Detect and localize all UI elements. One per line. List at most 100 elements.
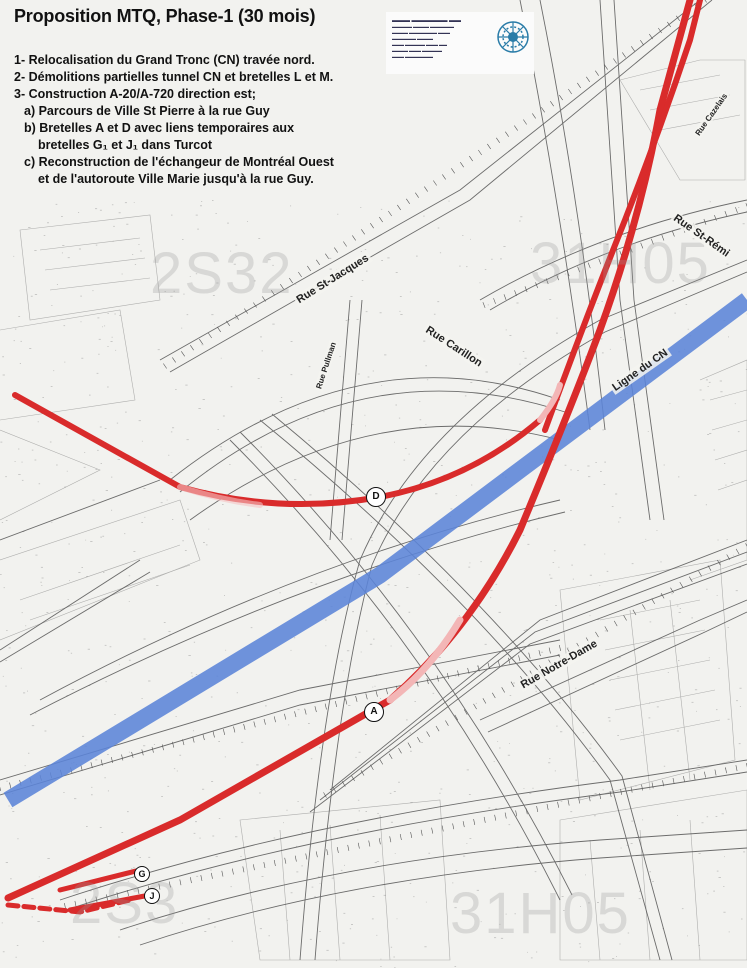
map-speckle [498,611,501,613]
map-speckle [433,313,436,315]
track-tick [355,695,358,702]
map-speckle [231,940,233,942]
track-tick [181,351,185,357]
track-tick [357,842,360,849]
map-speckle [365,311,368,313]
map-speckle [264,610,266,612]
map-speckle [731,482,734,483]
map-speckle [370,537,373,538]
map-speckle [560,800,563,802]
map-speckle [367,376,370,378]
track-tick [304,708,307,715]
map-speckle [257,378,260,379]
map-speckle [369,240,371,241]
track-tick [406,198,410,204]
map-speckle [107,790,109,792]
map-speckle [290,892,293,894]
map-speckle [738,207,740,208]
track-tick [223,729,225,735]
map-speckle [497,741,499,742]
map-speckle [295,284,297,285]
map-speckle [327,545,329,546]
map-speckle [126,223,129,225]
track-tick [492,692,496,699]
map-speckle [102,326,103,328]
map-speckle [357,829,359,831]
map-speckle [390,821,393,823]
map-speckle [563,910,565,911]
map-speckle [530,957,533,959]
map-speckle [116,422,119,424]
map-speckle [102,535,105,537]
map-speckle [676,605,679,607]
map-speckle [617,735,619,736]
map-speckle [681,908,684,910]
map-speckle [564,464,567,466]
track-tick [360,770,365,776]
map-speckle [0,441,3,443]
track-tick [482,302,486,308]
map-speckle [308,366,311,368]
map-speckle [268,259,271,261]
map-speckle [100,463,102,464]
map-speckle [426,379,429,381]
track-tick [703,218,707,225]
map-speckle [95,759,98,761]
map-speckle [347,393,350,394]
map-speckle [301,806,304,808]
map-speckle [81,357,84,359]
map-speckle [107,346,109,347]
track-tick [473,819,476,825]
map-speckle [614,898,616,900]
map-speckle [31,916,33,918]
track-tick [127,890,129,897]
map-speckle [523,630,526,631]
map-speckle [674,312,676,314]
track-tick [510,681,515,688]
map-speckle [728,336,729,338]
map-speckle [509,743,510,744]
map-speckle [358,810,360,812]
map-speckle [166,499,168,501]
map-speckle [99,209,102,211]
map-speckle [179,754,182,756]
map-speckle [2,951,5,953]
track-tick [368,840,371,847]
track-tick [483,816,486,823]
track-tick [735,548,740,555]
map-speckle [23,692,26,694]
map-speckle [672,280,674,282]
map-speckle [440,465,443,466]
map-speckle [105,681,107,683]
map-speckle [314,896,317,898]
map-speckle [134,264,137,265]
map-speckle [652,881,654,882]
map-speckle [90,541,93,542]
track-tick [724,210,728,217]
route-north [542,0,703,433]
track-tick [451,168,455,174]
track-tick [528,652,531,659]
map-speckle [64,486,66,488]
map-speckle [66,695,68,696]
track-tick [622,52,626,58]
map-speckle [575,687,577,689]
map-speckle [195,674,198,675]
track-tick [487,143,491,150]
route-g [57,867,143,893]
map-speckle [724,856,725,858]
map-speckle [376,861,380,862]
map-speckle [550,577,553,579]
map-speckle [694,494,697,496]
map-speckle [78,572,81,573]
track-tick [566,270,570,277]
map-speckle [309,494,312,496]
map-speckle [259,950,262,952]
map-speckle [266,510,269,511]
map-speckle [184,550,187,551]
track-tick [598,258,602,265]
map-speckle [393,791,396,792]
map-speckle [476,889,479,891]
track-tick [556,274,559,281]
map-speckle [560,841,563,843]
